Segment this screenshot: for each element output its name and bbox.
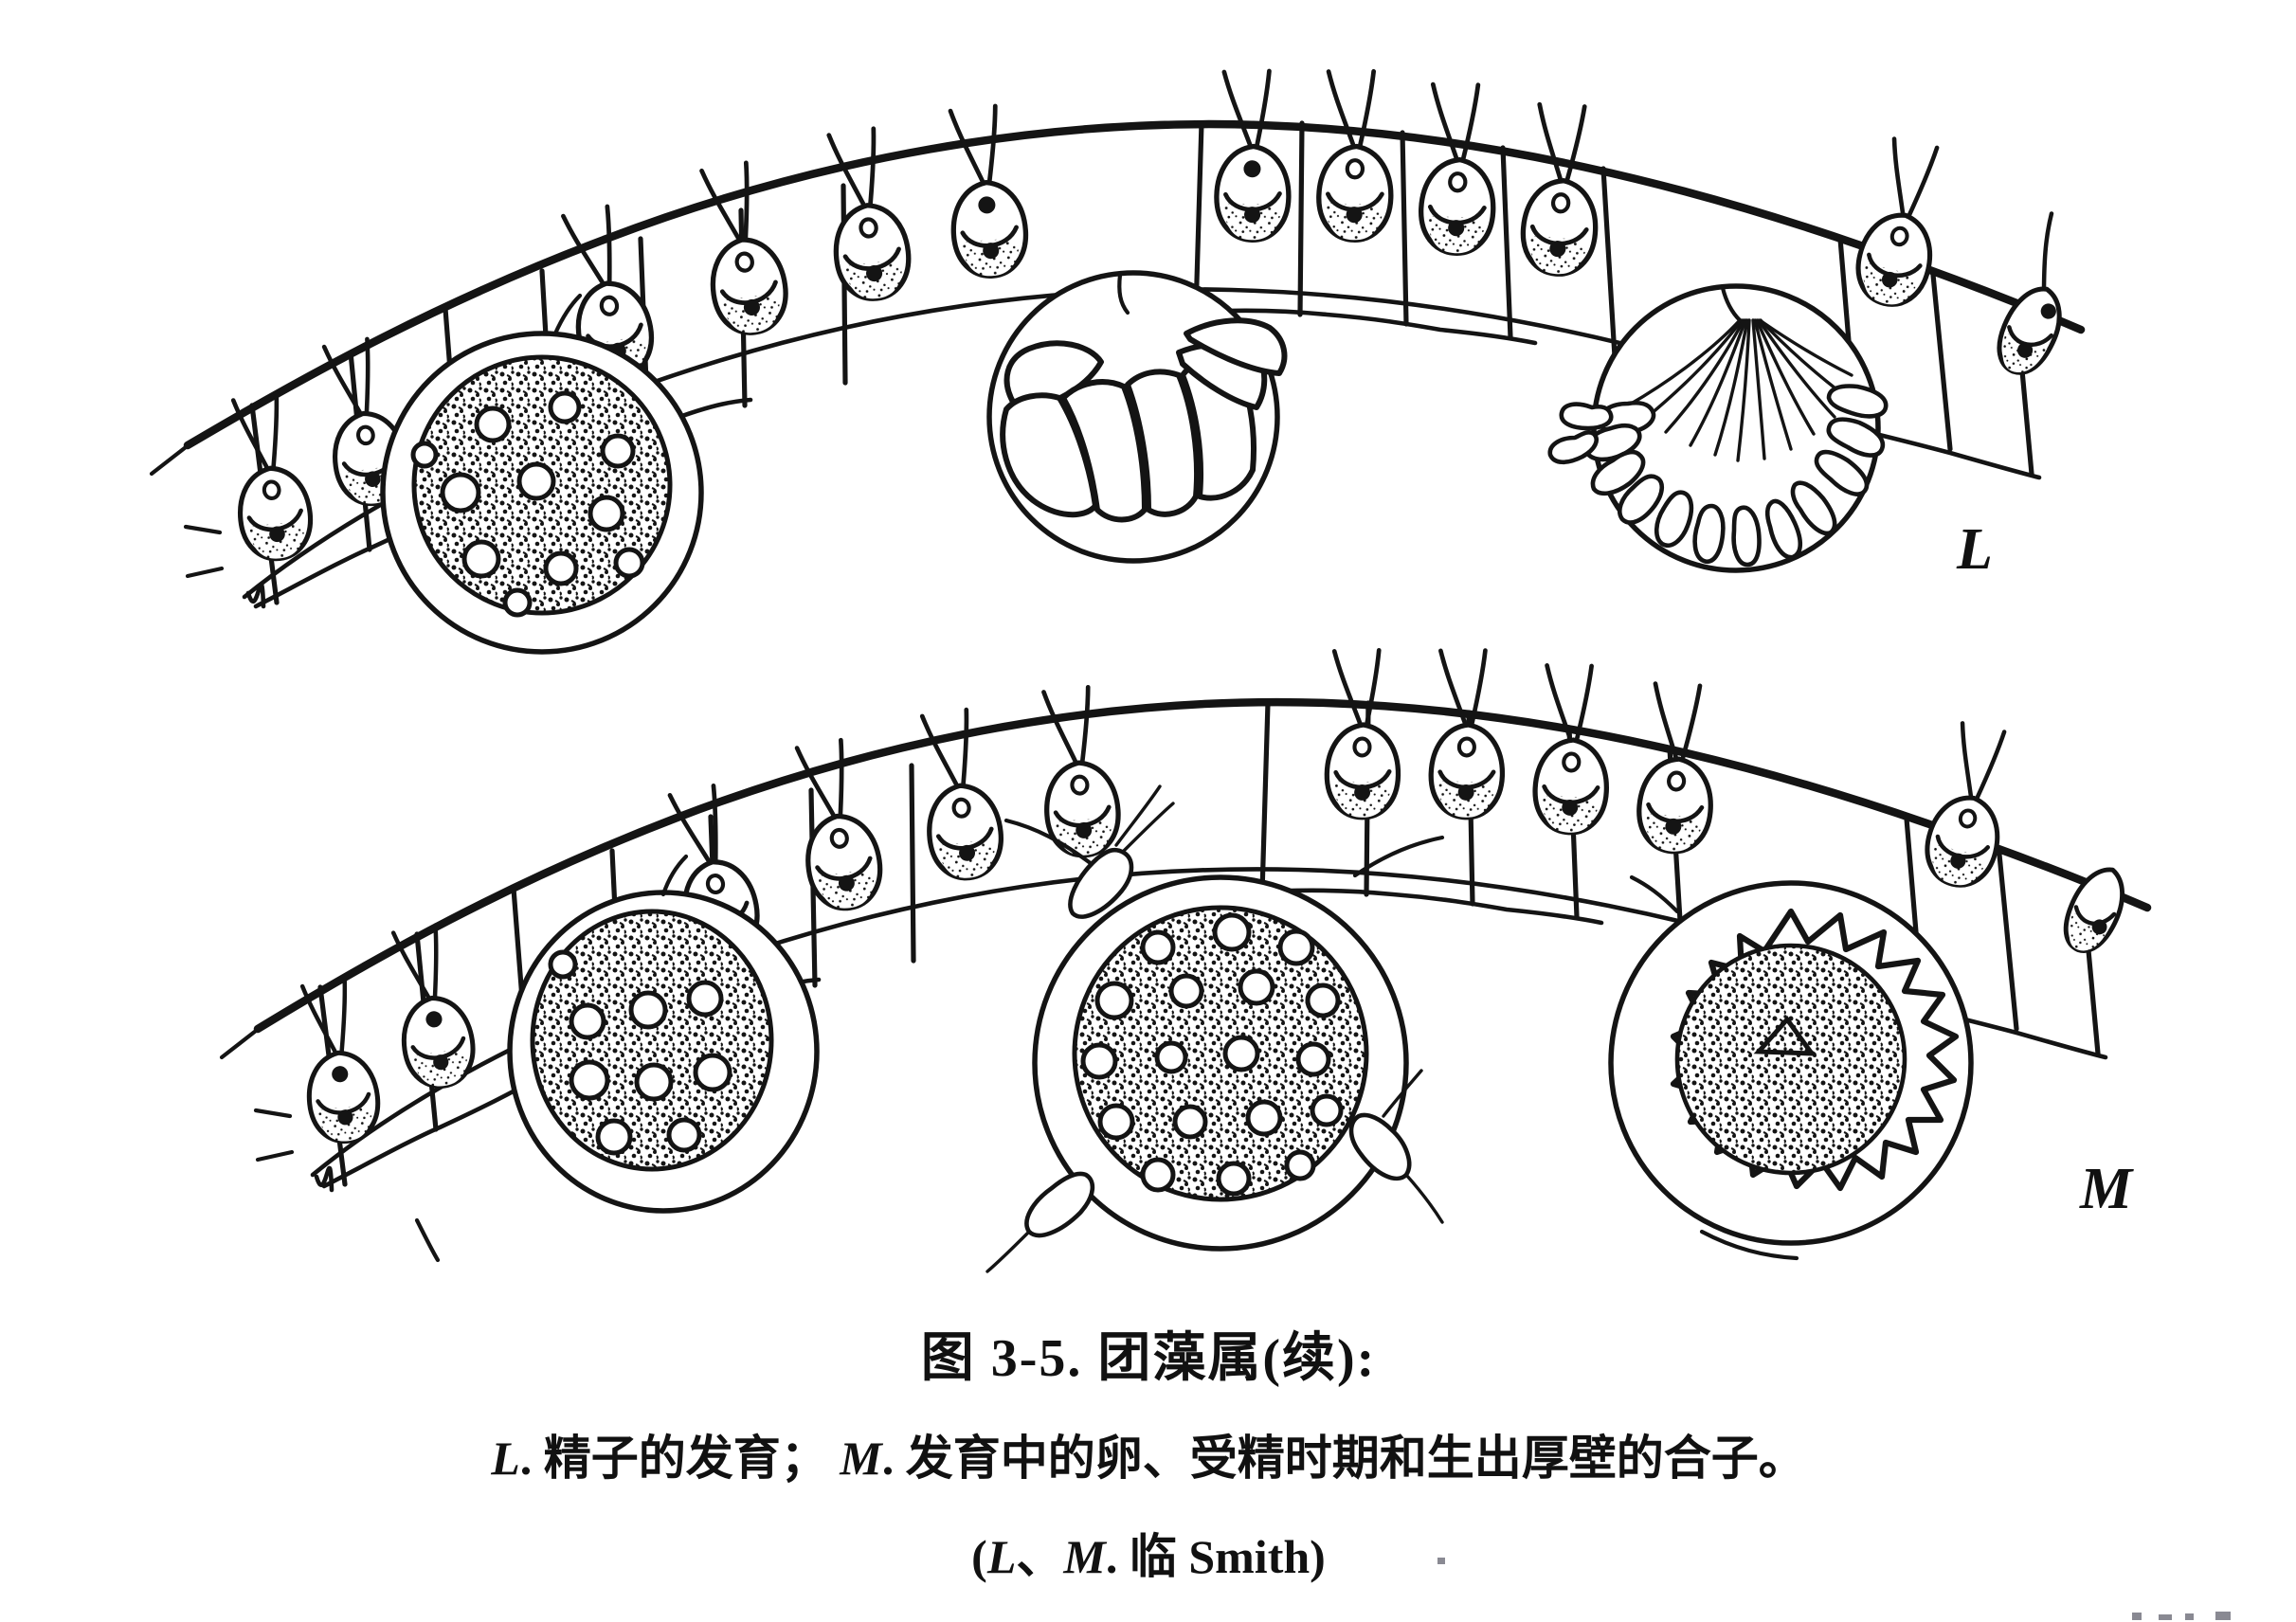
colony-surface-inner-M	[310, 867, 1907, 1178]
wall-tick-L-3	[185, 566, 225, 579]
dividing-cell-packet	[1000, 317, 1288, 523]
vegetative-cell-group-M	[298, 649, 2125, 1144]
vegetative-cell-partial	[2063, 867, 2125, 953]
wall-tick-L-2	[183, 524, 223, 535]
wall-tick-M-2	[253, 1108, 293, 1119]
caption-ref-M: M	[839, 1432, 883, 1485]
sperm-bundle-stalk	[1720, 285, 1743, 323]
antheridium-stalk	[552, 293, 583, 336]
developing-egg-M	[507, 854, 820, 1214]
caption-source: . 临 Smith)	[1106, 1530, 1326, 1583]
antheridium-stalk	[1117, 272, 1130, 315]
caption-ref-L2: L	[986, 1530, 1017, 1583]
zygote-inner-mark	[1753, 1016, 1817, 1056]
zygote-base-line	[1699, 1229, 1799, 1261]
caption-line-1: 图 3-5. 团藻属(续):	[921, 1329, 1377, 1388]
vegetative-cell-group-L	[228, 69, 2062, 562]
fertilization-egg-M	[985, 784, 1445, 1273]
panel-label-M: M	[2079, 1157, 2134, 1221]
colony-left-closure-L	[245, 582, 266, 609]
caption-line-2: L. 精子的发育； M. 发育中的卵、受精时期和生出厚壁的合子。	[490, 1432, 1806, 1485]
sperm-bodies	[1547, 384, 1889, 568]
egg-vacuoles	[548, 949, 732, 1156]
thick-walled-zygote-M	[1608, 874, 1974, 1261]
caption-line-2-text-a: . 精子的发育；	[520, 1432, 841, 1485]
wall-tick-M-3	[255, 1149, 295, 1162]
caption-paren-open: (	[971, 1530, 987, 1583]
egg-vacuoles	[1080, 912, 1344, 1197]
caption-line-3: (L、M. 临 Smith)	[971, 1530, 1326, 1583]
caption-sep: 、	[1016, 1530, 1063, 1583]
panel-label-L: L	[1956, 517, 1993, 582]
panel-L: L	[149, 69, 2086, 655]
antheridium-early-L	[380, 293, 704, 655]
colony-left-closure-M	[314, 1165, 334, 1193]
sperm-fan	[1547, 318, 1889, 568]
zygote-protoplast	[1674, 943, 1907, 1176]
sperm-bundle-L	[1547, 283, 1889, 573]
egg-stalk-left	[1003, 818, 1094, 867]
antheridium-dividing-L	[986, 270, 1288, 564]
caption-ref-L: L	[490, 1432, 520, 1485]
vegetative-cell-partial	[1997, 211, 2062, 375]
wall-tick-M-1	[219, 1028, 259, 1060]
zygote-stalk	[1629, 874, 1680, 914]
cell-floor-L-right	[1182, 308, 1538, 346]
figure-caption: 图 3-5. 团藻属(续): L. 精子的发育； M. 发育中的卵、受精时期和生…	[490, 1329, 1806, 1583]
egg-protoplast	[530, 909, 774, 1172]
wall-tick-L-1	[149, 444, 189, 477]
caption-line-2-text-b: . 发育中的卵、受精时期和生出厚壁的合子。	[882, 1432, 1806, 1485]
approaching-sperm	[985, 784, 1444, 1273]
cell-floor-M-right	[1248, 888, 1604, 926]
egg-stalk-right	[1352, 835, 1445, 878]
colony-bottom-tail-M	[414, 1217, 441, 1263]
panel-M: M	[219, 649, 2152, 1273]
egg-protoplast	[1072, 905, 1369, 1202]
antheridium-vacuoles	[410, 390, 645, 618]
caption-ref-M2: M	[1062, 1530, 1107, 1583]
egg-stalk	[660, 854, 689, 897]
page-edge-artifact	[1437, 1558, 2231, 1620]
